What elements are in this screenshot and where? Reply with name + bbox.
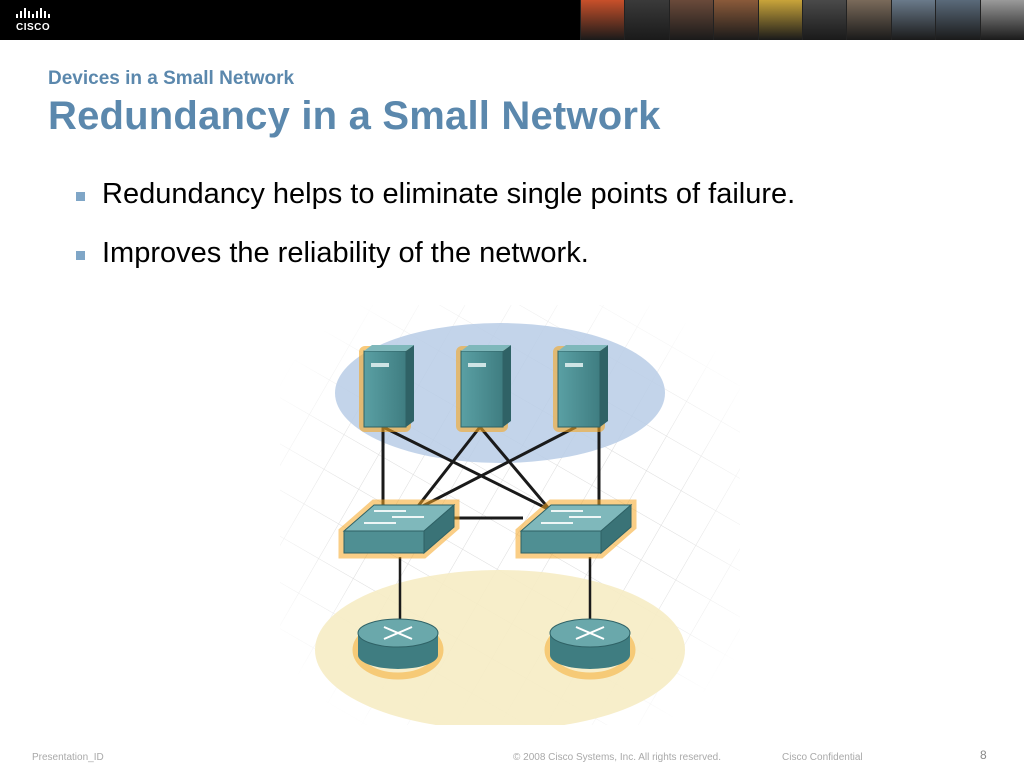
copyright-notice: © 2008 Cisco Systems, Inc. All rights re… (513, 752, 722, 763)
photo-tile (802, 0, 847, 40)
router-icon (544, 618, 636, 680)
photo-tile (890, 0, 936, 40)
confidential-label: Cisco Confidential (782, 752, 863, 763)
photo-tile (713, 0, 758, 40)
bullet-item: Redundancy helps to eliminate single poi… (76, 178, 795, 237)
bullet-text: Improves the reliability of the network. (102, 237, 589, 269)
router-zone (315, 570, 685, 725)
network-links (381, 425, 601, 625)
switch-icon (338, 499, 460, 559)
photo-tile (846, 0, 891, 40)
header-bar: CISCO (0, 0, 1024, 40)
bullet-text: Redundancy helps to eliminate single poi… (102, 178, 796, 210)
slide-title: Redundancy in a Small Network (48, 94, 661, 138)
photo-tile (935, 0, 980, 40)
cisco-logo-icon (16, 8, 50, 18)
people-photo-strip-icon (580, 0, 1024, 40)
photo-tile (979, 0, 1024, 40)
slide-subtitle: Devices in a Small Network (48, 68, 295, 89)
bullet-list: Redundancy helps to eliminate single poi… (76, 178, 795, 296)
server-icon (359, 345, 414, 432)
server-icon (456, 345, 511, 432)
page-number: 8 (980, 748, 987, 762)
photo-tile (624, 0, 669, 40)
switch-icon (515, 499, 637, 559)
photo-tile (580, 0, 625, 40)
bullet-item: Improves the reliability of the network. (76, 237, 795, 296)
cisco-logo-text: CISCO (16, 22, 51, 33)
server-icon (553, 345, 608, 432)
photo-tile (668, 0, 714, 40)
redundant-network-topology-icon (280, 305, 740, 725)
router-icon (352, 618, 444, 680)
bullet-square-icon (76, 251, 85, 260)
photo-tile (757, 0, 803, 40)
bullet-square-icon (76, 192, 85, 201)
presentation-id: Presentation_ID (32, 752, 104, 763)
